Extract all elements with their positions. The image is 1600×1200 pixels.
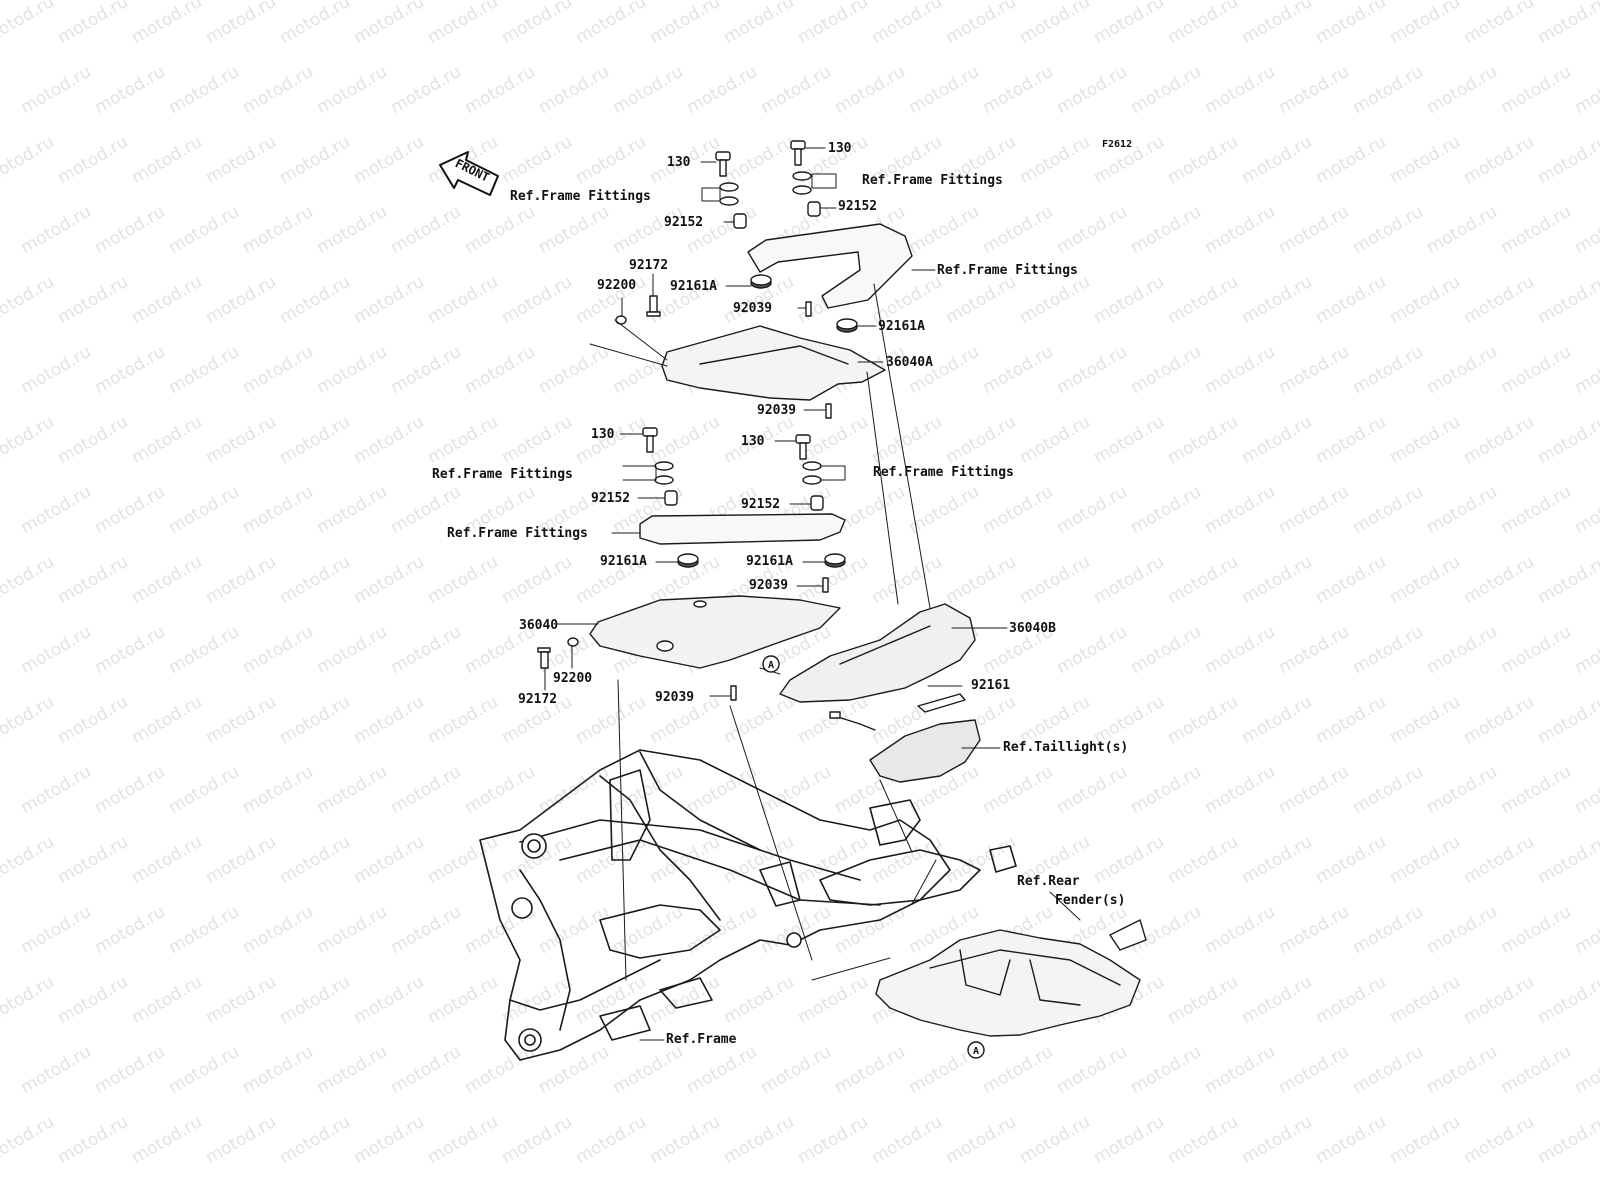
callout-92161A-mid-right[interactable]: 92161A bbox=[746, 554, 793, 569]
clip-92039-upper[interactable] bbox=[805, 301, 812, 317]
clip-92039-bottom[interactable] bbox=[730, 685, 737, 701]
leader-lines bbox=[544, 147, 1081, 1041]
callout-92161A-upper-right[interactable]: 92161A bbox=[878, 319, 925, 334]
reference-marker-A-lower bbox=[967, 1041, 985, 1059]
callout-36040[interactable]: 36040 bbox=[519, 618, 559, 633]
callout-taillight[interactable]: Ref.Taillight(s) bbox=[1003, 740, 1129, 755]
rear-fender[interactable] bbox=[875, 919, 1147, 1037]
callout-frame-fittings-6[interactable]: Ref.Frame Fittings bbox=[447, 526, 588, 541]
callout-92161[interactable]: 92161 bbox=[971, 678, 1011, 693]
callout-rear-fender-line2[interactable]: Fender(s) bbox=[1055, 893, 1126, 908]
reference-marker-A-upper bbox=[762, 655, 780, 673]
callout-92200-lower[interactable]: 92200 bbox=[553, 671, 593, 686]
callout-92152-upper-right[interactable]: 92152 bbox=[838, 199, 878, 214]
middle-grab-rail[interactable] bbox=[639, 513, 846, 545]
grommet-92161A-upper-left[interactable] bbox=[750, 274, 772, 289]
callout-92152-upper-left[interactable]: 92152 bbox=[664, 215, 704, 230]
diagram-code: F2612 bbox=[1102, 139, 1133, 150]
washer-upper-left[interactable] bbox=[719, 182, 739, 206]
cover-36040A[interactable] bbox=[661, 325, 886, 401]
marker-A-lower-label: A bbox=[973, 1046, 980, 1057]
callout-frame-fittings-3[interactable]: Ref.Frame Fittings bbox=[937, 263, 1078, 278]
callout-92039-bottom[interactable]: 92039 bbox=[655, 690, 695, 705]
callout-92039-lower[interactable]: 92039 bbox=[749, 578, 789, 593]
upper-grab-rail[interactable] bbox=[747, 223, 913, 309]
callout-92039-upper[interactable]: 92039 bbox=[733, 301, 773, 316]
callout-rear-fender-line1[interactable]: Ref.Rear bbox=[1017, 874, 1080, 889]
taillight-assembly[interactable] bbox=[829, 711, 981, 783]
bolt-130-mid-right[interactable] bbox=[795, 434, 811, 460]
washer-92200-lower[interactable] bbox=[567, 637, 579, 647]
marker-A-upper-label: A bbox=[768, 660, 775, 671]
callout-92172-lower[interactable]: 92172 bbox=[518, 692, 558, 707]
clip-92039-lower[interactable] bbox=[822, 577, 829, 593]
callout-130-upper-left[interactable]: 130 bbox=[667, 155, 691, 170]
callout-92161A-upper-left[interactable]: 92161A bbox=[670, 279, 717, 294]
callout-36040B[interactable]: 36040B bbox=[1009, 621, 1056, 636]
grommet-92161A-mid-right[interactable] bbox=[824, 553, 846, 568]
grommet-92161A-mid-left[interactable] bbox=[677, 553, 699, 568]
callout-frame-fittings-5[interactable]: Ref.Frame Fittings bbox=[873, 465, 1014, 480]
bolt-130-upper-right[interactable] bbox=[790, 140, 806, 166]
callout-92172-upper[interactable]: 92172 bbox=[629, 258, 669, 273]
callout-92152-mid-left[interactable]: 92152 bbox=[591, 491, 631, 506]
grommet-92161A-upper-right[interactable] bbox=[836, 318, 858, 333]
callout-92039-mid[interactable]: 92039 bbox=[757, 403, 797, 418]
clip-92039-mid[interactable] bbox=[825, 403, 832, 419]
bracket-92161[interactable] bbox=[917, 693, 966, 713]
callout-130-upper-right[interactable]: 130 bbox=[828, 141, 852, 156]
callout-92200-upper[interactable]: 92200 bbox=[597, 278, 637, 293]
bolt-130-mid-left[interactable] bbox=[642, 427, 658, 453]
callout-130-mid-right[interactable]: 130 bbox=[741, 434, 765, 449]
callout-36040A[interactable]: 36040A bbox=[886, 355, 933, 370]
callout-130-mid-left[interactable]: 130 bbox=[591, 427, 615, 442]
callout-92161A-mid-left[interactable]: 92161A bbox=[600, 554, 647, 569]
main-frame[interactable] bbox=[479, 749, 1017, 1061]
callout-frame-fittings-1[interactable]: Ref.Frame Fittings bbox=[510, 189, 651, 204]
washer-upper-right[interactable] bbox=[792, 171, 812, 195]
callout-frame[interactable]: Ref.Frame bbox=[666, 1032, 737, 1047]
callout-frame-fittings-4[interactable]: Ref.Frame Fittings bbox=[432, 467, 573, 482]
washer-mid-left[interactable] bbox=[654, 461, 674, 485]
cover-36040[interactable] bbox=[589, 595, 841, 669]
callout-frame-fittings-2[interactable]: Ref.Frame Fittings bbox=[862, 173, 1003, 188]
collar-92152-upper-left[interactable] bbox=[733, 213, 747, 229]
cover-36040B[interactable] bbox=[779, 603, 976, 703]
callout-92152-mid-right[interactable]: 92152 bbox=[741, 497, 781, 512]
collar-92152-upper-right[interactable] bbox=[807, 201, 821, 217]
collar-92152-mid-right[interactable] bbox=[810, 495, 824, 511]
bolt-130-upper-left[interactable] bbox=[715, 151, 731, 177]
